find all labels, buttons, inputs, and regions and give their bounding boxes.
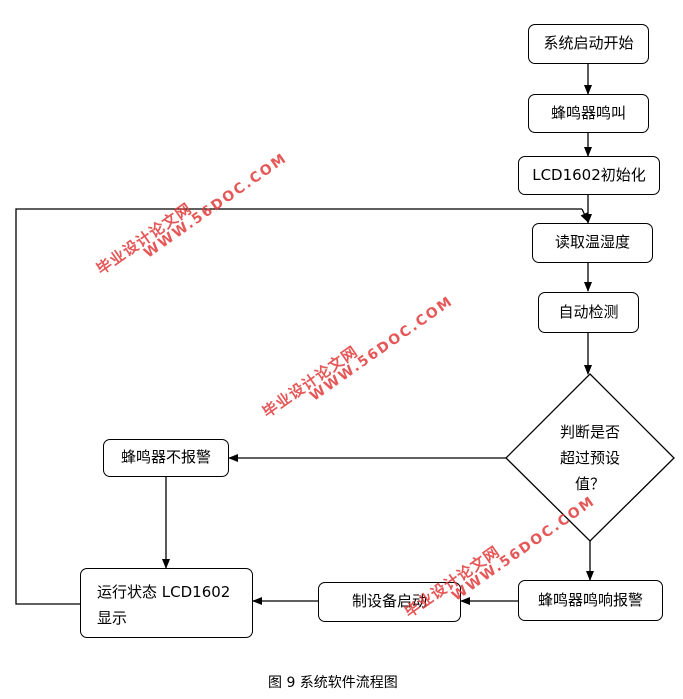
decision-text: 判断是否 超过预设 值？	[540, 419, 640, 497]
buzzer-beep-node: 蜂鸣器鸣叫	[528, 94, 649, 133]
decision-line-1: 判断是否	[559, 423, 620, 441]
read-temp-label: 读取温湿度	[554, 233, 630, 252]
decision-line-2: 超过预设	[559, 449, 620, 467]
alarm-node: 蜂鸣器鸣响报警	[518, 580, 663, 621]
decision-line-3: 值？	[574, 475, 605, 493]
device-start-label: 制设备启动	[351, 592, 427, 611]
decision-diamond	[505, 373, 675, 542]
lcd-init-label: LCD1602初始化	[532, 165, 646, 184]
start-label: 系统启动开始	[543, 34, 634, 53]
no-alarm-label: 蜂鸣器不报警	[120, 448, 211, 467]
alarm-label: 蜂鸣器鸣响报警	[537, 590, 643, 609]
lcd-init-node: LCD1602初始化	[518, 156, 660, 195]
no-alarm-node: 蜂鸣器不报警	[103, 439, 229, 477]
status-display-node: 运行状态 LCD1602 显示	[80, 568, 253, 638]
status-label-line-2: 显示	[97, 609, 128, 627]
read-temp-node: 读取温湿度	[532, 223, 653, 263]
auto-detect-node: 自动检测	[538, 292, 639, 333]
auto-detect-label: 自动检测	[558, 302, 619, 321]
loop-back-line	[15, 208, 582, 605]
device-start-node: 制设备启动	[318, 582, 461, 622]
status-label-line-1: 运行状态 LCD1602	[97, 583, 231, 601]
buzzer-beep-label: 蜂鸣器鸣叫	[550, 103, 626, 122]
loop-back-arrow	[580, 208, 589, 223]
figure-caption: 图 9 系统软件流程图	[268, 675, 398, 691]
start-node: 系统启动开始	[528, 24, 649, 64]
